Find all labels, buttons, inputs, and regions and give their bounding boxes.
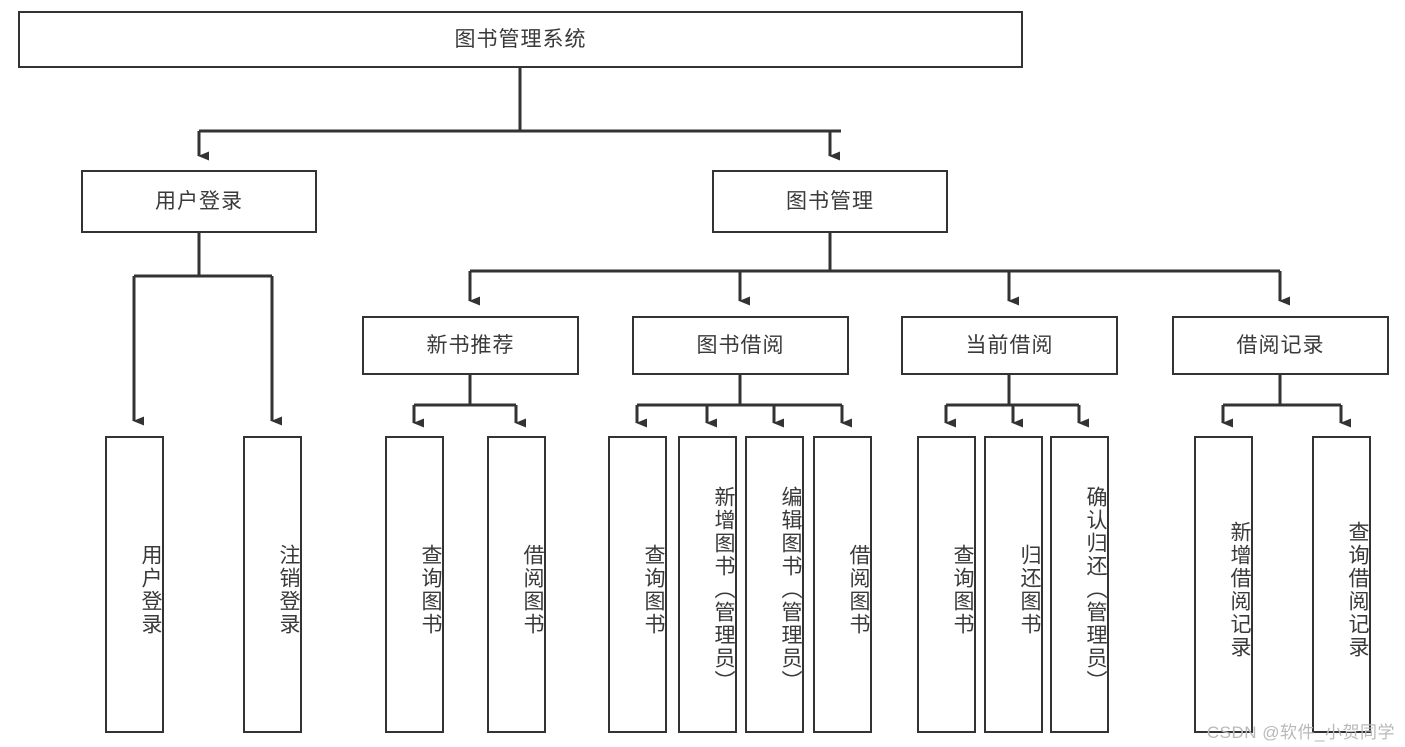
leaf-borrow-add-book-label: 新增图书（管理员） bbox=[712, 486, 735, 693]
leaf-user-logout[interactable]: 注销登录 bbox=[243, 436, 302, 733]
leaf-current-confirm-return-label: 确认归还（管理员） bbox=[1084, 486, 1107, 693]
node-new-book-recommend-label: 新书推荐 bbox=[426, 333, 515, 357]
leaf-record-add[interactable]: 新增借阅记录 bbox=[1194, 436, 1253, 733]
leaf-record-query-label: 查询借阅记录 bbox=[1346, 520, 1369, 659]
leaf-borrow-query-book-label: 查询图书 bbox=[642, 543, 665, 636]
node-borrow-record-label: 借阅记录 bbox=[1236, 333, 1325, 357]
node-book-management-module[interactable]: 图书管理 bbox=[712, 170, 948, 233]
leaf-borrow-lend-book-label: 借阅图书 bbox=[847, 543, 870, 636]
leaf-borrow-edit-book-label: 编辑图书（管理员） bbox=[779, 486, 802, 693]
node-book-borrow[interactable]: 图书借阅 bbox=[632, 316, 849, 375]
node-user-login-module[interactable]: 用户登录 bbox=[81, 170, 317, 233]
csdn-watermark: CSDN @软件_小贺同学 bbox=[1206, 723, 1395, 742]
node-root[interactable]: 图书管理系统 bbox=[18, 11, 1023, 68]
node-user-login-module-label: 用户登录 bbox=[155, 189, 243, 213]
leaf-record-query[interactable]: 查询借阅记录 bbox=[1312, 436, 1371, 733]
leaf-current-query-book[interactable]: 查询图书 bbox=[917, 436, 976, 733]
leaf-current-return-book-label: 归还图书 bbox=[1018, 543, 1041, 636]
node-current-borrow-label: 当前借阅 bbox=[965, 333, 1054, 357]
node-book-management-module-label: 图书管理 bbox=[786, 189, 874, 213]
leaf-current-return-book[interactable]: 归还图书 bbox=[984, 436, 1043, 733]
node-book-borrow-label: 图书借阅 bbox=[696, 333, 785, 357]
leaf-current-confirm-return[interactable]: 确认归还（管理员） bbox=[1050, 436, 1109, 733]
node-current-borrow[interactable]: 当前借阅 bbox=[901, 316, 1118, 375]
leaf-borrow-query-book[interactable]: 查询图书 bbox=[608, 436, 667, 733]
leaf-borrow-edit-book[interactable]: 编辑图书（管理员） bbox=[745, 436, 804, 733]
leaf-new-borrow-book-label: 借阅图书 bbox=[521, 543, 544, 636]
leaf-new-query-book-label: 查询图书 bbox=[419, 543, 442, 636]
leaf-borrow-lend-book[interactable]: 借阅图书 bbox=[813, 436, 872, 733]
node-borrow-record[interactable]: 借阅记录 bbox=[1172, 316, 1389, 375]
node-root-label: 图书管理系统 bbox=[454, 27, 587, 51]
leaf-user-login-label: 用户登录 bbox=[139, 543, 162, 636]
leaf-current-query-book-label: 查询图书 bbox=[951, 543, 974, 636]
leaf-borrow-add-book[interactable]: 新增图书（管理员） bbox=[678, 436, 737, 733]
node-new-book-recommend[interactable]: 新书推荐 bbox=[362, 316, 579, 375]
leaf-record-add-label: 新增借阅记录 bbox=[1228, 520, 1251, 659]
leaf-new-borrow-book[interactable]: 借阅图书 bbox=[487, 436, 546, 733]
leaf-user-login[interactable]: 用户登录 bbox=[105, 436, 164, 733]
leaf-new-query-book[interactable]: 查询图书 bbox=[385, 436, 444, 733]
leaf-user-logout-label: 注销登录 bbox=[277, 543, 300, 636]
